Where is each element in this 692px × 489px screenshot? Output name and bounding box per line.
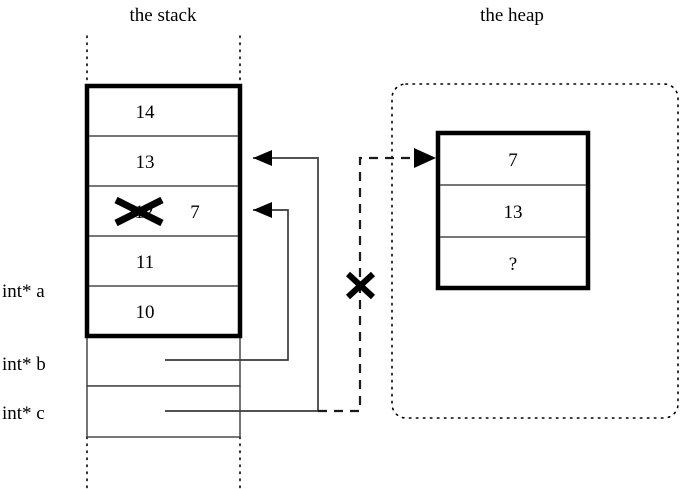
stack-allocated-block (84, 83, 243, 339)
stack-cell-value-4: 10 (136, 302, 155, 323)
stack-cell-value-2-replacement: 7 (190, 202, 200, 223)
heap-allocated-block (435, 130, 591, 291)
heap-cell-value-2: ? (509, 254, 517, 275)
stack-var-cell-b (86, 335, 241, 387)
stack-title: the stack (129, 5, 197, 26)
struck-value-x-icon (114, 196, 164, 227)
pointer-c-dashed-path (318, 148, 436, 413)
heap-cell-value-1: 13 (504, 202, 523, 223)
pointer-c-arrowhead (414, 148, 436, 168)
invalid-pointer-x-icon (345, 271, 376, 300)
stack-var-label-a: int* a (2, 281, 45, 302)
stack-cell-value-0: 14 (136, 102, 156, 123)
pointer-b-arrowhead (253, 202, 272, 218)
stack-cell-value-1: 13 (136, 152, 155, 173)
pointer-b-path (165, 202, 289, 361)
stack-var-label-b: int* b (2, 354, 46, 375)
stack-var-label-c: int* c (2, 403, 45, 424)
heap-region-boundary (391, 83, 679, 419)
heap-cell-value-0: 7 (508, 150, 518, 171)
pointer-a-arrowhead (253, 150, 272, 166)
stack-cell-value-3: 11 (136, 252, 154, 273)
pointer-a-path (253, 150, 319, 411)
heap-title: the heap (480, 5, 544, 26)
